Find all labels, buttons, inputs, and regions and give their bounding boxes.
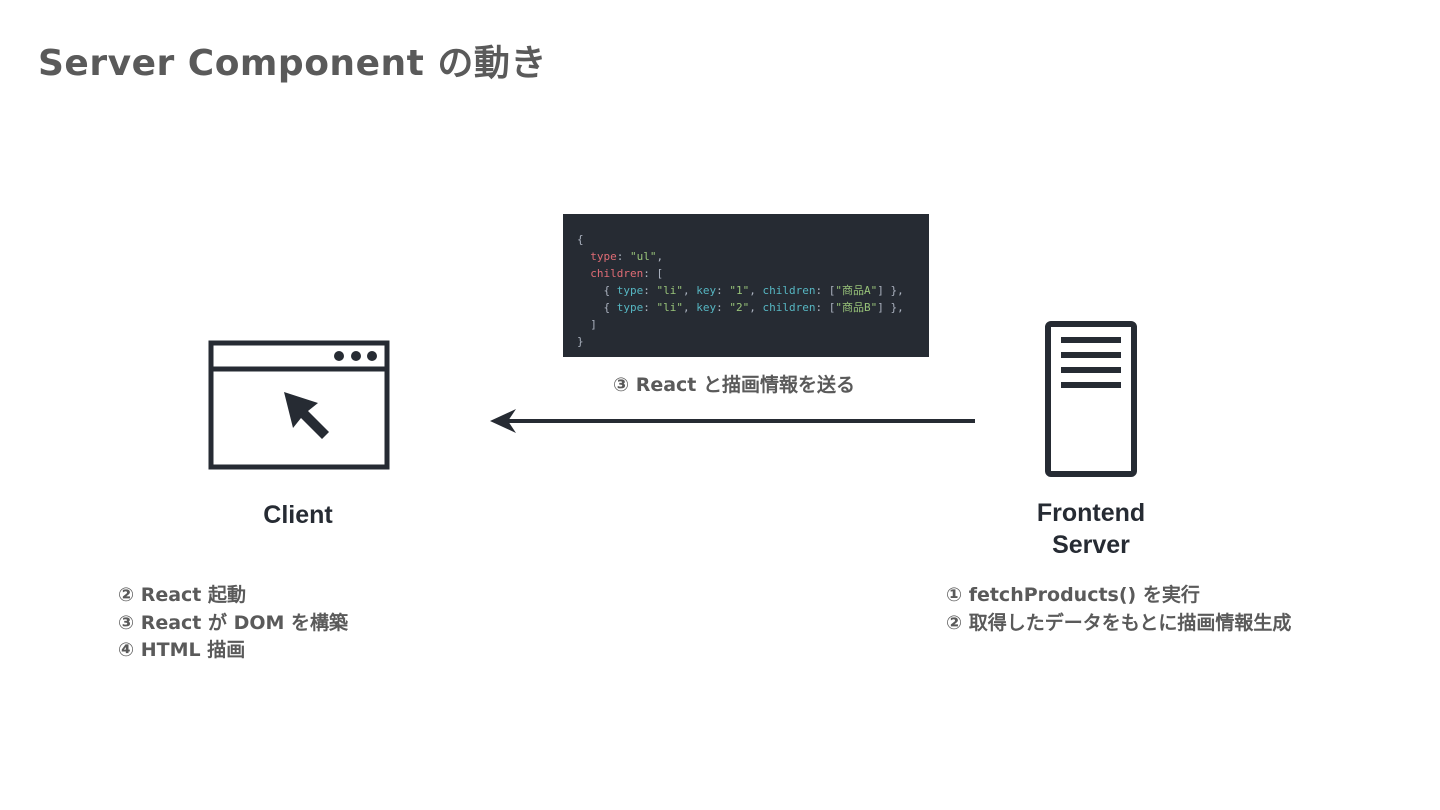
arrow-caption: ③ React と描画情報を送る: [613, 374, 855, 396]
code-token: key: [696, 301, 717, 314]
code-token: : [: [815, 301, 836, 314]
server-label-line1: Frontend: [1036, 499, 1146, 527]
code-token: type: [577, 250, 617, 263]
cursor-icon: [284, 392, 329, 439]
code-token: "2": [729, 301, 750, 314]
server-step: ② 取得したデータをもとに描画情報生成: [946, 611, 1292, 634]
code-token: :: [716, 301, 730, 314]
code-token: children: [762, 301, 816, 314]
server-icon: [1045, 321, 1137, 477]
code-token: ,: [656, 250, 664, 263]
code-token: children: [577, 267, 644, 280]
code-token: "li": [656, 284, 684, 297]
code-token: }: [577, 335, 584, 348]
client-step: ② React 起動: [118, 584, 246, 606]
code-token: ] },: [877, 284, 904, 297]
code-token: "商品A": [835, 284, 878, 297]
code-token: : [: [815, 284, 836, 297]
code-token: :: [716, 284, 730, 297]
code-token: type: [616, 301, 644, 314]
server-step: ① fetchProducts() を実行: [946, 584, 1200, 606]
client-step: ③ React が DOM を構築: [118, 611, 349, 634]
code-token: : [: [643, 267, 664, 280]
code-token: :: [643, 284, 657, 297]
server-label-line2: Server: [1052, 531, 1130, 559]
page-title: Server Component の動き: [38, 43, 547, 84]
code-line: ]: [577, 316, 929, 333]
client-steps: ② React 起動 ③ React が DOM を構築 ④ HTML 描画: [118, 582, 348, 665]
code-line: children: [: [577, 265, 929, 282]
code-token: :: [616, 250, 630, 263]
code-token: ]: [577, 318, 597, 331]
server-steps: ① fetchProducts() を実行 ② 取得したデータをもとに描画情報生…: [946, 582, 1291, 637]
code-token: "商品B": [835, 301, 878, 314]
code-token: ,: [749, 284, 763, 297]
code-line: { type: "li", key: "2", children: ["商品B"…: [577, 299, 929, 316]
code-token: {: [577, 284, 617, 297]
code-block: { type: "ul", children: [ { type: "li", …: [563, 214, 929, 357]
code-token: key: [696, 284, 717, 297]
code-token: ,: [749, 301, 763, 314]
code-token: ,: [683, 301, 697, 314]
response-arrow: [490, 409, 975, 433]
code-token: :: [643, 301, 657, 314]
code-line: { type: "li", key: "1", children: ["商品A"…: [577, 282, 929, 299]
browser-window-icon: [208, 340, 390, 470]
code-token: {: [577, 301, 617, 314]
code-token: ] },: [877, 301, 904, 314]
code-token: type: [616, 284, 644, 297]
code-line: {: [577, 231, 929, 248]
arrow-head-icon: [490, 409, 516, 433]
code-token: "1": [729, 284, 750, 297]
code-token: children: [762, 284, 816, 297]
code-token: "ul": [630, 250, 657, 263]
code-line: type: "ul",: [577, 248, 929, 265]
code-token: ,: [683, 284, 697, 297]
code-token: {: [577, 233, 584, 246]
client-label: Client: [263, 501, 333, 529]
server-label: Frontend Server: [1011, 497, 1171, 561]
client-step: ④ HTML 描画: [118, 639, 246, 661]
code-line: }: [577, 333, 929, 350]
code-token: "li": [656, 301, 684, 314]
